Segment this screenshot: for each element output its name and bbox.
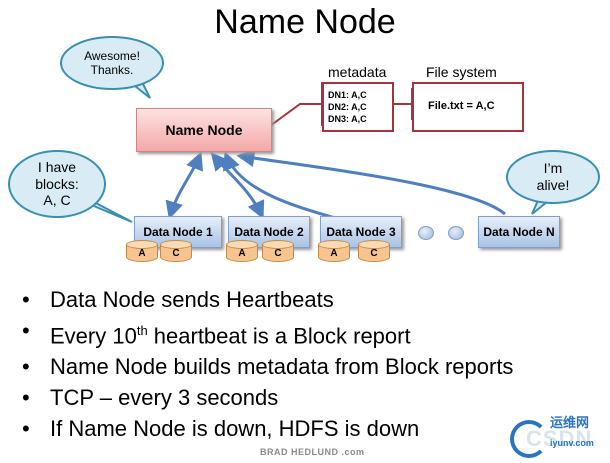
bullet-item: •Name Node builds metadata from Block re…	[22, 354, 514, 380]
metadata-line: DN1: A,C	[328, 90, 367, 100]
bullet-item: •If Name Node is down, HDFS is down	[22, 416, 420, 442]
block-cylinder: C	[358, 240, 390, 264]
filesystem-bracket	[392, 88, 413, 120]
bullet-item: •Every 10th heartbeat is a Block report	[22, 318, 411, 349]
metadata-line: DN3: A,C	[328, 114, 367, 124]
bullet-list: •Data Node sends Heartbeats •Every 10th …	[22, 284, 513, 444]
bullet-item: •TCP – every 3 seconds	[22, 385, 279, 411]
bubble-data-node-n: I’m alive!	[506, 150, 600, 204]
filesystem-label: File system	[426, 64, 497, 80]
block-cylinder: C	[160, 240, 192, 264]
credit-text: BRAD HEDLUND .com	[260, 447, 365, 457]
name-node-box: Name Node	[136, 108, 272, 152]
heartbeat-arrow-2	[210, 152, 265, 220]
metadata-bracket	[269, 82, 323, 127]
block-cylinder: C	[262, 240, 294, 264]
heartbeat-arrow-1	[165, 151, 204, 220]
metadata-label: metadata	[328, 64, 387, 80]
site-logo: 运维网 CSDN iyunv.com	[506, 410, 606, 460]
bubble-data-node-1: I have blocks: A, C	[8, 150, 106, 218]
ellipsis-dot	[418, 226, 434, 240]
data-node-n: Data Node N	[478, 216, 560, 248]
metadata-box: DN1: A,C DN2: A,C DN3: A,C	[322, 82, 394, 132]
bubble-name-node: Awesome! Thanks.	[60, 36, 164, 90]
block-cylinder: A	[126, 240, 158, 264]
heartbeat-arrow-n	[236, 149, 506, 216]
filesystem-entry: File.txt = A,C	[428, 100, 495, 112]
bullet-item: •Data Node sends Heartbeats	[22, 287, 334, 312]
heartbeat-arrow-3	[223, 151, 336, 220]
ellipsis-dot	[448, 226, 464, 240]
block-cylinder: A	[318, 240, 350, 264]
page-title: Name Node	[214, 3, 396, 41]
block-cylinder: A	[226, 240, 258, 264]
filesystem-box: File.txt = A,C	[412, 82, 524, 132]
metadata-line: DN2: A,C	[328, 102, 367, 112]
